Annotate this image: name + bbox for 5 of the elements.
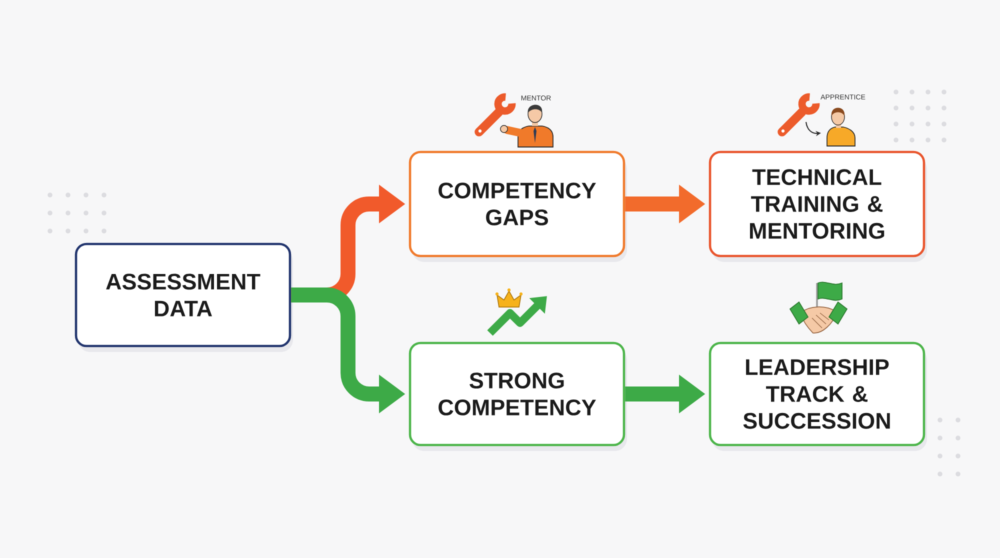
process-box: STRONG COMPETENCY: [408, 342, 627, 451]
process-box: COMPETENCY GAPS: [408, 150, 627, 262]
process-box: LEADERSHIP TRACK & SUCCESSION: [708, 342, 928, 451]
process-box: ASSESSMENT DATA: [74, 242, 293, 352]
process-box: TECHNICAL TRAINING & MENTORING: [708, 150, 928, 262]
